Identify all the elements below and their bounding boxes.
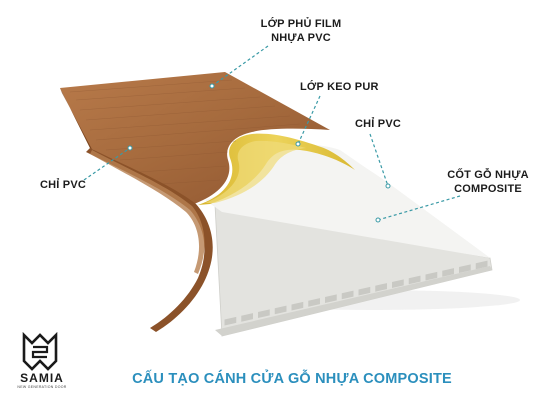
leader-film (211, 45, 269, 87)
pvc-edge-bottom (215, 266, 492, 336)
core-cell (425, 271, 438, 281)
leader-edge-left (83, 147, 131, 181)
samia-logo-icon (22, 331, 58, 371)
glue-layer-highlight (205, 140, 306, 203)
leader-dot-core (375, 217, 381, 223)
core-cell (408, 275, 421, 285)
label-pvc-edge-right: CHỈ PVC (355, 117, 401, 131)
core-cell (274, 305, 287, 315)
diagram-caption: CẤU TẠO CÁNH CỬA GỖ NHỰA COMPOSITE (132, 371, 452, 387)
pvc-edge-strip-curl (86, 148, 213, 332)
core-cell (392, 279, 404, 288)
leader-edge-right (369, 133, 389, 187)
label-pvc-edge-right-text: CHỈ PVC (355, 118, 402, 130)
label-pvc-film-line1: LỚP PHỦ FILM (260, 18, 342, 30)
label-composite-core-line2: COMPOSITE (454, 183, 522, 195)
wood-grain (69, 79, 301, 185)
core-cell (224, 316, 237, 326)
core-cell (341, 290, 354, 300)
core-cell (358, 286, 371, 296)
label-composite-core: CỐT GỖ NHỰA COMPOSITE (440, 168, 536, 196)
brand-name: SAMIA (20, 371, 64, 385)
label-pvc-edge-left: CHỈ PVC (40, 178, 86, 192)
leader-glue (297, 95, 321, 145)
leader-dots (127, 83, 391, 223)
core-cells (224, 260, 488, 326)
label-pur-glue-text: LỚP KEO PUR (300, 81, 379, 93)
brand-tagline: NEW GENERATION DOOR (17, 385, 67, 389)
label-pvc-film: LỚP PHỦ FILM NHỰA PVC (246, 17, 356, 45)
label-pvc-edge-left-text: CHỈ PVC (40, 179, 87, 191)
label-pvc-film-line2: NHỰA PVC (271, 32, 331, 44)
label-composite-core-line1: CỐT GỖ NHỰA (447, 169, 529, 181)
composite-core-white (205, 145, 490, 258)
leader-dot-edge-right (385, 183, 391, 189)
core-cell (442, 268, 454, 277)
core-cell (241, 313, 253, 322)
label-pur-glue: LỚP KEO PUR (300, 80, 379, 94)
leader-lines (83, 45, 461, 221)
leader-dot-edge-left (127, 145, 133, 151)
core-cell (258, 309, 270, 318)
core-cell (291, 301, 304, 311)
brand-block: SAMIA NEW GENERATION DOOR (12, 330, 72, 389)
core-cell (308, 298, 320, 307)
leader-dot-film (209, 83, 215, 89)
core-cell (375, 283, 387, 292)
leader-dot-glue (295, 141, 301, 147)
wood-film-surface (60, 72, 330, 204)
core-cell (475, 260, 488, 270)
core-cell (325, 294, 337, 303)
core-cell (459, 264, 471, 273)
